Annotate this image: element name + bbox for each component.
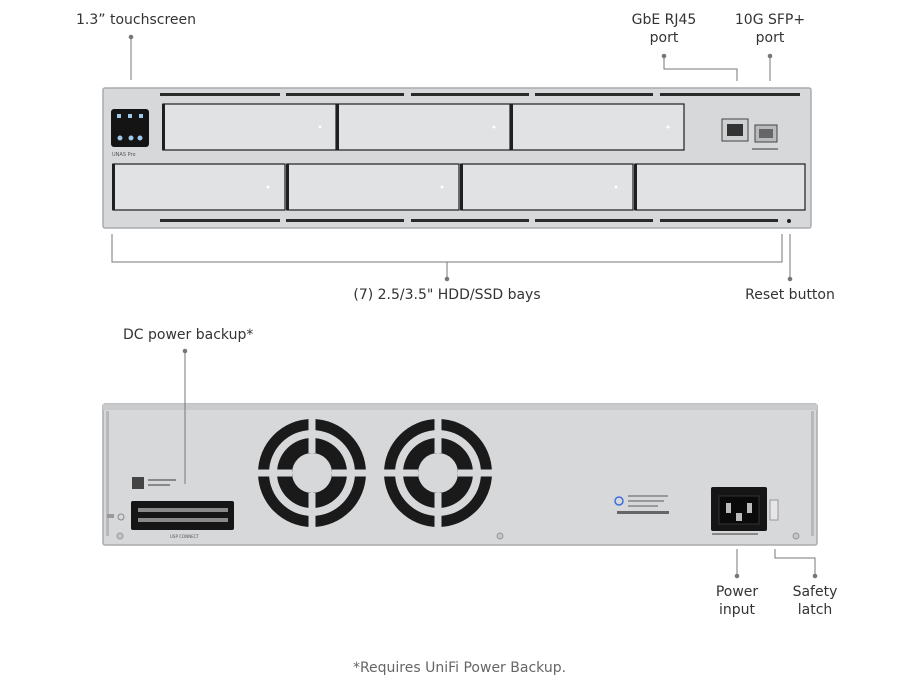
drive-bay-3[interactable] [510,103,685,151]
fan-grille-2 [384,419,492,527]
rear-panel: USP CONNECT [102,403,818,546]
drive-bay-7[interactable] [634,163,806,211]
drive-bays-upper [162,103,685,151]
front-top-vents [160,93,800,96]
front-leader-lines [111,34,793,282]
safety-latch[interactable] [769,499,779,521]
power-input-socket [711,487,767,535]
rj45-port-label: GbE RJ45 port [624,11,704,47]
rear-leader-lines [182,348,818,579]
drive-bay-5[interactable] [286,163,460,211]
drive-bays-label: (7) 2.5/3.5" HDD/SSD bays [353,287,541,303]
touchscreen-icons [117,114,143,141]
qr-code-label [132,477,144,489]
sfp-label-line1: 10G SFP+ [734,12,806,28]
drive-bay-6[interactable] [460,163,634,211]
fan-grille-1 [258,419,366,527]
usp-connect-text: USP CONNECT [170,534,199,539]
drive-bay-4[interactable] [112,163,286,211]
reset-button[interactable] [787,219,791,223]
footnote: *Requires UniFi Power Backup. [352,660,567,676]
dc-power-backup-connector [131,501,234,530]
drive-bay-2[interactable] [336,103,511,151]
rj45-label-line1: GbE RJ45 [631,12,697,28]
touchscreen-label: 1.3” touchscreen [76,12,197,28]
latch-label-line1: Safety [792,584,838,600]
power-input-label: Power input [707,583,767,619]
power-label-line2: input [718,602,755,618]
regulatory-label [614,495,669,514]
connector-pins [138,508,228,522]
front-bottom-vents [160,219,778,222]
rj45-label-line2: port [649,30,679,46]
front-panel: UNAS Pro [102,87,812,229]
sfp-port-label: 10G SFP+ port [730,11,810,47]
safety-latch-label: Safety latch [785,583,845,619]
drive-bays-lower [112,163,806,211]
drive-bay-1[interactable] [162,103,337,151]
reset-button-label: Reset button [745,287,835,303]
model-text: UNAS Pro [112,152,136,158]
sfp-label-line2: port [755,30,785,46]
latch-label-line2: latch [797,602,833,618]
power-label-line1: Power [715,584,759,600]
dc-power-backup-label: DC power backup* [123,327,254,343]
